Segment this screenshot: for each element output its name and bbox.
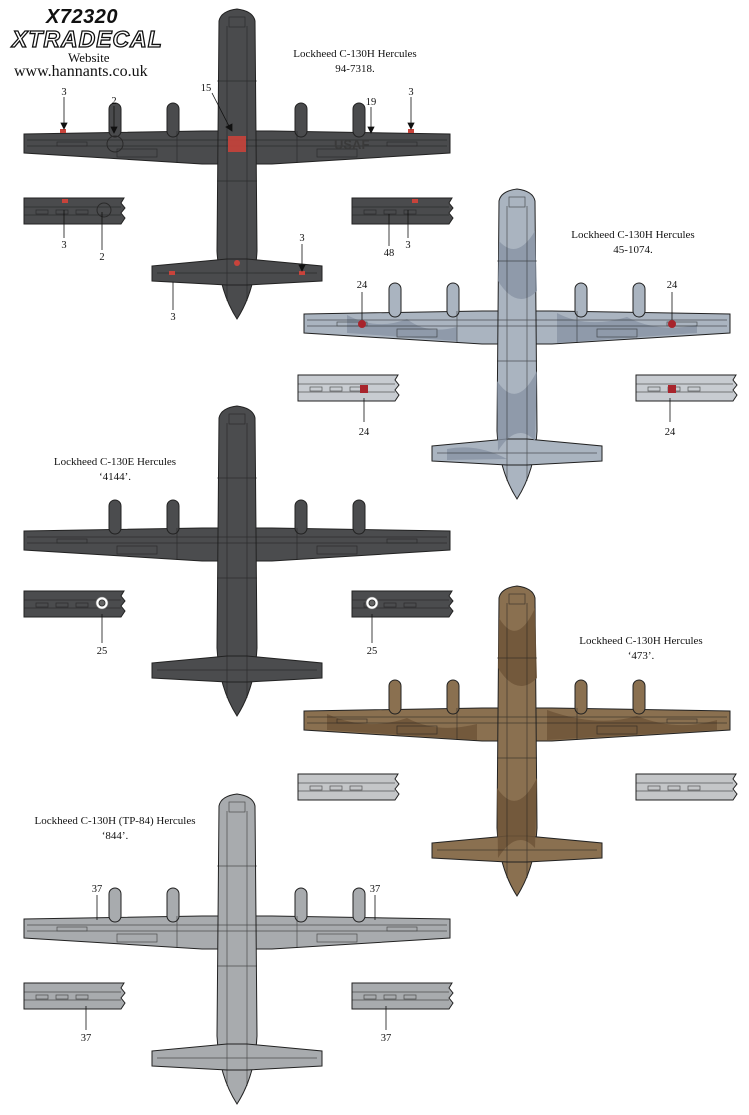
aircraft-caption-3: Lockheed C-130E Hercules‘4144’. xyxy=(53,456,177,483)
aircraft-4-flap-right xyxy=(635,773,738,801)
callout-37: 37 xyxy=(92,884,103,895)
aircraft-3-flap-right xyxy=(351,590,454,618)
callout-15: 15 xyxy=(201,83,212,94)
aircraft-2-flap-left xyxy=(297,374,400,402)
aircraft-5-flap-left xyxy=(23,982,126,1010)
callout-2: 2 xyxy=(111,96,116,107)
aircraft-5-flap-right xyxy=(351,982,454,1010)
aircraft-4-plan-view xyxy=(303,585,731,897)
aircraft-1-plan-view: USAF xyxy=(23,8,451,320)
callout-25: 25 xyxy=(97,646,108,657)
website-url[interactable]: www.hannants.co.uk xyxy=(14,63,148,80)
usaf-wing-text: USAF xyxy=(334,137,369,152)
sheet-code: X72320 xyxy=(46,6,118,28)
callout-3: 3 xyxy=(170,312,175,323)
aircraft-5-plan-view xyxy=(23,793,451,1105)
callout-24: 24 xyxy=(357,280,368,291)
aircraft-1-flap-left xyxy=(23,197,126,225)
aircraft-3-plan-view xyxy=(23,405,451,717)
callout-37: 37 xyxy=(381,1033,392,1044)
aircraft-caption-5: Lockheed C-130H (TP-84) Hercules‘844’. xyxy=(34,815,196,842)
callout-19: 19 xyxy=(366,97,377,108)
aircraft-2-flap-right xyxy=(635,374,738,402)
callout-37: 37 xyxy=(81,1033,92,1044)
callout-48: 48 xyxy=(384,248,395,259)
callout-24: 24 xyxy=(359,427,370,438)
callout-2: 2 xyxy=(99,252,104,263)
aircraft-4-flap-left xyxy=(297,773,400,801)
callout-3: 3 xyxy=(405,240,410,251)
aircraft-caption-4: Lockheed C-130H Hercules‘473’. xyxy=(579,635,703,662)
website-label: Website xyxy=(68,50,110,65)
aircraft-2-plan-view xyxy=(303,188,731,500)
callout-25: 25 xyxy=(367,646,378,657)
callout-3: 3 xyxy=(408,87,413,98)
brand-name: XTRADECAL xyxy=(11,25,163,52)
callout-leaders xyxy=(60,92,673,1030)
callout-3: 3 xyxy=(61,240,66,251)
callout-3: 3 xyxy=(61,87,66,98)
xtradecal-logo: X72320 XTRADECAL xyxy=(8,6,178,66)
callout-37: 37 xyxy=(370,884,381,895)
callout-3: 3 xyxy=(299,233,304,244)
aircraft-3-flap-left xyxy=(23,590,126,618)
callout-24: 24 xyxy=(665,427,676,438)
aircraft-1-flap-right xyxy=(351,197,454,225)
callout-24: 24 xyxy=(667,280,678,291)
